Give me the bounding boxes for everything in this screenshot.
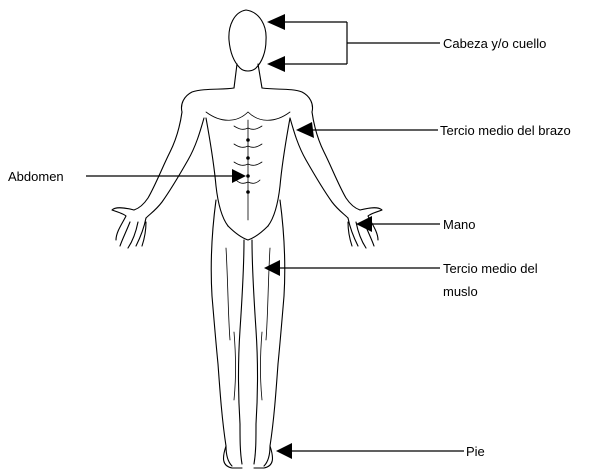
human-body-outline — [112, 10, 382, 468]
label-head-neck: Cabeza y/o cuello — [443, 36, 546, 51]
right-leg-detail — [261, 248, 271, 400]
label-mid-thigh-line1: Tercio medio del — [443, 261, 538, 276]
label-hand: Mano — [443, 217, 476, 232]
abdomen-dot-2 — [246, 156, 250, 160]
foot-pointer — [276, 443, 464, 459]
mid-thigh-pointer — [264, 260, 440, 276]
abdomen-dot-3 — [246, 174, 250, 178]
head-neck-pointer — [267, 14, 440, 72]
label-mid-arm: Tercio medio del brazo — [440, 123, 571, 138]
label-abdomen: Abdomen — [8, 169, 64, 184]
left-hand — [112, 208, 146, 248]
chest — [206, 112, 290, 120]
left-leg — [211, 200, 244, 466]
abdominals — [234, 120, 262, 220]
hand-pointer — [356, 216, 440, 232]
abdomen-pointer — [86, 169, 246, 183]
label-foot: Pie — [466, 444, 485, 459]
left-arm — [134, 112, 204, 218]
label-mid-thigh-line2: muslo — [443, 284, 478, 299]
abdomen-dot-1 — [246, 138, 250, 142]
right-leg — [252, 200, 285, 466]
pelvis — [228, 226, 268, 240]
head — [229, 10, 266, 71]
left-leg-detail — [226, 248, 236, 400]
neck — [234, 64, 262, 88]
shoulders — [181, 88, 312, 112]
abdomen-dot-4 — [246, 190, 250, 194]
